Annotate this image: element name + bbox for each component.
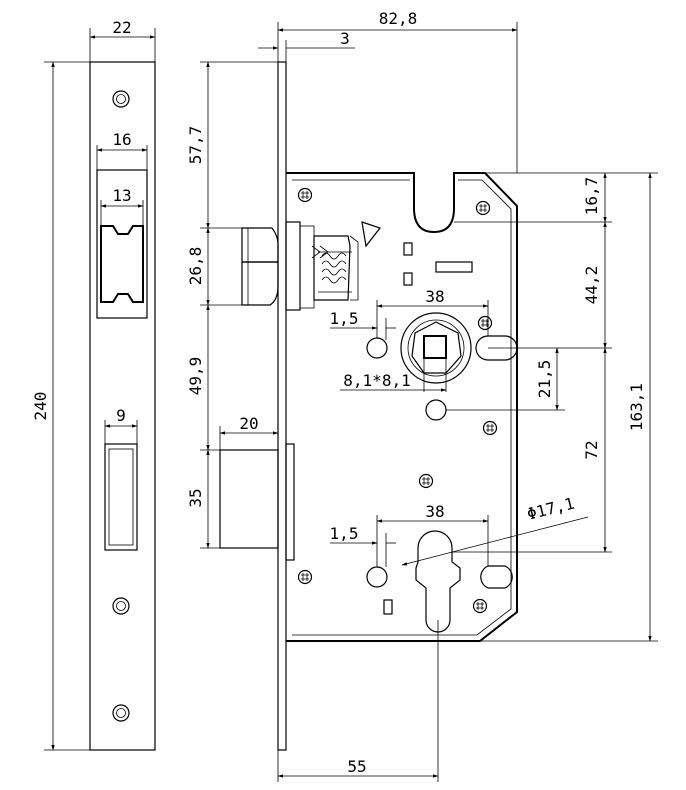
follower-left-hole	[366, 337, 388, 359]
dim-latch-to-bolt: 49,9	[186, 357, 205, 396]
dim-notch-to-follower: 44,2	[582, 266, 601, 305]
cylinder-cutout	[415, 530, 461, 633]
follower-right-slot	[475, 335, 518, 361]
case-screw-bottom-right	[472, 598, 488, 614]
latch-bolt-face	[100, 225, 144, 303]
small-slot-2	[403, 272, 413, 286]
dim-backset: 55	[347, 757, 366, 776]
small-slot-1	[403, 242, 413, 256]
latch-triangle-marker	[361, 221, 381, 248]
case-inner-outline	[292, 179, 512, 636]
faceplate-top-screw	[112, 90, 130, 108]
front-plate-edge	[277, 61, 287, 751]
dim-square-spindle: 8,1*8,1	[343, 371, 410, 390]
latch-bolt	[241, 221, 381, 311]
deadbolt-opening	[104, 443, 138, 551]
deadbolt-housing	[285, 443, 295, 561]
cylinder-right-slot	[480, 565, 513, 589]
dim-latch-inner-width: 13	[112, 186, 131, 205]
case-screw-top-left	[297, 187, 313, 203]
dim-case-height: 163,1	[627, 383, 646, 431]
square-spindle-hole	[423, 335, 447, 359]
dim-cylinder-offset: 1,5	[330, 524, 359, 543]
dim-latch-height: 26,8	[186, 247, 205, 286]
case-screw-center	[418, 473, 434, 489]
case-screw-bottom-left	[297, 569, 313, 585]
faceplate-middle-screw	[112, 597, 130, 615]
dim-bolt-slot-width: 9	[116, 406, 126, 425]
dim-faceplate-length: 240	[31, 392, 50, 421]
dim-faceplate-width: 22	[112, 18, 131, 37]
faceplate-bottom-screw	[112, 704, 130, 722]
bottom-small-slot	[383, 599, 393, 615]
lock-body-side-view: 82,8 3 57,7 26,8 49,9 35 20 55	[186, 9, 658, 782]
dim-case-top-notch: 16,7	[582, 177, 601, 216]
cylinder-left-hole	[366, 566, 388, 588]
dim-cylinder-spacing: 38	[425, 502, 444, 521]
dim-latch-slot-width: 16	[112, 130, 131, 149]
follower-hub	[400, 312, 472, 384]
dim-follower-to-cylinder: 72	[582, 440, 601, 459]
latch-spring	[321, 252, 347, 284]
case-screw-top-right	[475, 200, 491, 216]
dim-top-to-latch: 57,7	[186, 126, 205, 165]
faceplate-outline	[89, 61, 156, 751]
case-screw-mid	[482, 420, 498, 436]
long-slot	[435, 261, 473, 273]
lower-hole	[425, 399, 447, 421]
dim-follower-spacing: 38	[425, 287, 444, 306]
dim-follower-to-hole: 21,5	[535, 360, 554, 399]
dim-bolt-projection: 20	[239, 414, 258, 433]
dim-case-depth: 82,8	[379, 9, 418, 28]
dim-bolt-height: 35	[186, 488, 205, 507]
latch-opening	[96, 169, 148, 319]
dim-follower-offset: 1,5	[330, 309, 359, 328]
dim-cylinder-diameter: Φ17,1	[525, 494, 576, 524]
deadbolt-face	[108, 448, 134, 546]
deadbolt	[219, 449, 279, 549]
faceplate-front-view: 22 16 13 9 240	[31, 18, 156, 751]
dim-faceplate-thickness: 3	[340, 29, 350, 48]
case-screw-follower	[477, 315, 493, 331]
